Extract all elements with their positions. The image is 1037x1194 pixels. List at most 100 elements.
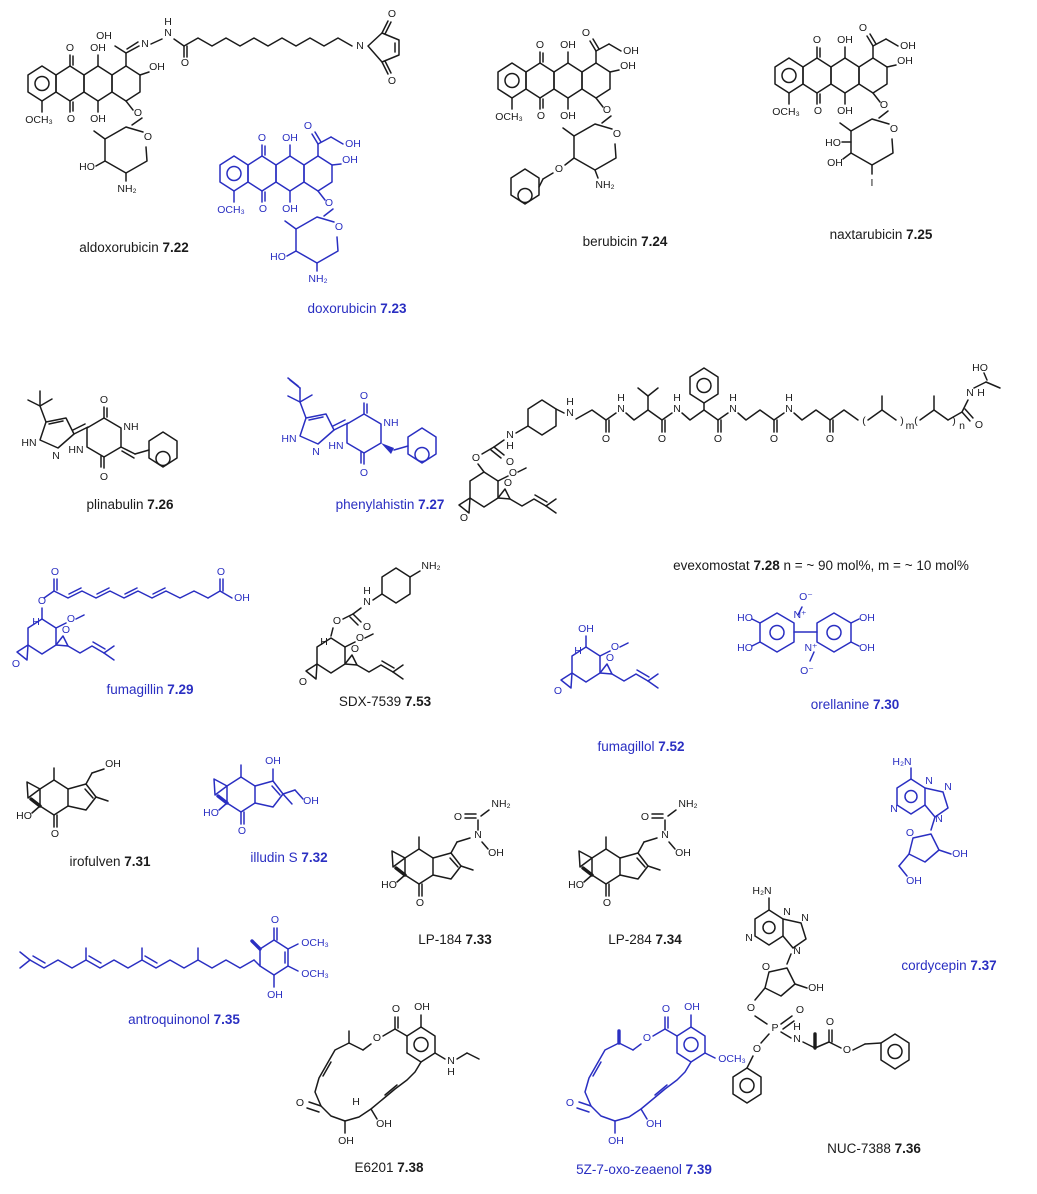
atom-label: N	[506, 429, 514, 441]
atom-label: H	[785, 392, 793, 404]
compound-evexomostat: N H N H N H N H N H O O O O O ( ) m ( ) …	[458, 362, 1032, 552]
structure-cordycepin: H₂N N N N N O OH OH	[890, 756, 968, 887]
compound-name: irofulven	[69, 854, 121, 869]
compound-label: evexomostat 7.28 n = ~ 90 mol%, m = ~ 10…	[673, 558, 969, 573]
structure-fumagillol: OH O H O O	[554, 623, 659, 697]
atom-label: O	[504, 477, 512, 489]
compound-label: antroquinonol 7.35	[128, 1012, 240, 1027]
atom-label: OCH₃	[301, 937, 329, 949]
atom-label: O	[554, 685, 562, 697]
atom-label: N	[935, 813, 943, 825]
compound-number: 7.37	[970, 958, 997, 973]
compound-label: fumagillin 7.29	[106, 682, 193, 697]
structure-aldoxorubicin: O O OH OH OCH₃ N N H O N O O OH OH O O H…	[25, 8, 400, 195]
atom-label: OH	[897, 55, 913, 67]
atom-label: O	[271, 914, 279, 926]
compound-number: 7.28	[753, 558, 780, 573]
skeleton	[774, 33, 899, 175]
atom-label: OCH₃	[301, 968, 329, 980]
atom-label: N	[356, 40, 364, 52]
atom-label: H	[363, 585, 371, 597]
atom-label: O	[360, 390, 368, 402]
compound-number: 7.33	[465, 932, 492, 947]
atom-label: P	[771, 1022, 778, 1034]
atom-label: OH	[488, 847, 504, 859]
atom-label: NH₂	[491, 798, 510, 810]
atom-label: H	[729, 392, 737, 404]
compound-name: E6201	[354, 1160, 394, 1175]
compound-number: 7.31	[124, 854, 151, 869]
atom-label: HO	[737, 612, 753, 624]
compound-orellanine: HO HO N⁺ O⁻ OH OH N⁺ O⁻	[737, 585, 972, 695]
atom-label: O	[373, 1032, 381, 1044]
atom-label: OH	[282, 203, 298, 215]
atom-label: N	[925, 775, 933, 787]
atom-label: O	[100, 394, 108, 406]
structure-naxtarubicin: O O OH OH OCH₃ O OH OH O O HO OH I	[772, 22, 916, 189]
skeleton	[19, 927, 299, 988]
compound-name: doxorubicin	[307, 301, 377, 316]
atom-label: OH	[684, 1001, 700, 1013]
atom-label: N	[474, 829, 482, 841]
atom-label: H	[617, 392, 625, 404]
atom-label: O	[259, 203, 267, 215]
skeleton	[896, 767, 952, 877]
atom-label: O	[51, 566, 59, 578]
compound-berubicin: O O OH OH OCH₃ O OH OH O O O NH₂	[478, 18, 750, 228]
atom-label: N	[793, 1033, 801, 1045]
atom-label: N	[793, 945, 801, 957]
atom-label: O	[906, 827, 914, 839]
compound-number: 7.53	[404, 694, 432, 709]
atom-label: NH₂	[678, 798, 697, 810]
atom-label: (	[914, 415, 918, 427]
compound-name: LP-284	[608, 932, 652, 947]
structure-e6201: OH N H O O O OH OH H	[296, 1001, 480, 1147]
compound-name: SDX-7539	[338, 694, 402, 709]
atom-label: m	[906, 420, 915, 432]
compound-lp-284: HO O N OH O NH₂	[567, 754, 757, 929]
atom-label: N	[966, 387, 974, 399]
structure-nuc-7388: H₂N N N N N O OH O P O O N H O O	[732, 885, 910, 1104]
atom-label: O	[566, 1097, 574, 1109]
skeleton	[458, 367, 1001, 514]
atom-label: O	[537, 110, 545, 122]
atom-label: HO	[825, 137, 841, 149]
atom-label: OH	[808, 982, 824, 994]
atom-label: O	[658, 433, 666, 445]
compound-fumagillin: O O O OH O H O O	[10, 524, 300, 679]
atom-label: O	[826, 1016, 834, 1028]
atom-label: NH₂	[421, 560, 440, 572]
compound-irofulven: HO O OH	[12, 740, 192, 852]
skeleton	[751, 606, 860, 662]
atom-label: HO	[16, 810, 32, 822]
compound-plinabulin: HN N O NH HN O	[10, 360, 260, 495]
atom-label: OCH₃	[772, 106, 800, 118]
skeleton	[732, 897, 910, 1104]
atom-label: O	[796, 1004, 804, 1016]
compound-number: 7.52	[658, 739, 685, 754]
structure-berubicin: O O OH OH OCH₃ O OH OH O O O NH₂	[495, 27, 639, 205]
structure-irofulven: HO O OH	[16, 758, 121, 840]
atom-label: O	[67, 613, 75, 625]
atom-label: O	[843, 1044, 851, 1056]
compound-name: aldoxorubicin	[79, 240, 159, 255]
atom-label: N	[141, 38, 149, 50]
atom-label: H₂N	[752, 885, 771, 897]
atom-label: N	[566, 407, 574, 419]
atom-label: NH₂	[117, 183, 136, 195]
structure-orellanine: HO HO N⁺ O⁻ OH OH N⁺ O⁻	[737, 591, 875, 677]
atom-label: O	[536, 39, 544, 51]
atom-label: O	[582, 27, 590, 39]
atom-label: OH	[827, 157, 843, 169]
atom-label: O	[363, 621, 371, 633]
atom-label: NH	[123, 421, 138, 433]
atom-label: HN	[328, 440, 343, 452]
atom-label: O	[356, 632, 364, 644]
atom-label: O	[51, 828, 59, 840]
atom-label: O	[603, 104, 611, 116]
compound-number: 7.32	[301, 850, 328, 865]
structure-5z-7-oxo-zeaenol: OH OCH₃ O O O OH OH	[566, 1001, 746, 1147]
atom-label: O	[747, 1002, 755, 1014]
compound-phenylahistin: HN N O NH HN O	[270, 352, 520, 494]
